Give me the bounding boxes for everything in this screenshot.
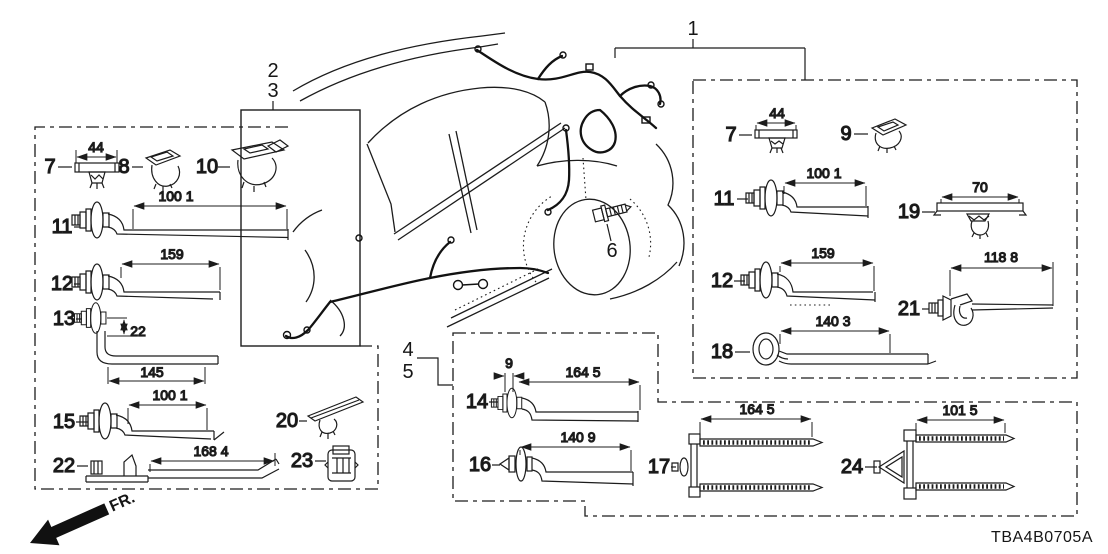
harness-4-5-box: [452, 332, 1078, 517]
part-7-right-label: 7: [725, 124, 736, 146]
part-12-left: 12 159: [50, 245, 221, 301]
part-20-label: 20: [276, 410, 298, 432]
part-16-dim: 140 9: [560, 429, 595, 445]
part-24-label: 24: [841, 456, 863, 478]
left-box-parts: 7 44 8 10: [44, 138, 365, 483]
harness-wires: [282, 45, 665, 340]
part-18-label: 18: [711, 341, 733, 363]
part-17-label: 17: [648, 456, 670, 478]
part-19-dim: 70: [972, 179, 988, 195]
part-13: 13 22 145: [52, 302, 219, 385]
car-outline: [292, 32, 685, 337]
part-15-label: 15: [53, 411, 75, 433]
part-11-left-dim: 100 1: [158, 188, 193, 204]
left-parts-box: [34, 126, 379, 490]
harness-2-3-box: [240, 109, 361, 347]
middle-box-parts: 14 9 164 5 16 140 9: [465, 354, 641, 486]
part-24-dim: 101 5: [942, 402, 977, 418]
callout-6: 6: [606, 240, 617, 262]
part-13-label: 13: [53, 308, 75, 330]
part-9: 9: [840, 118, 908, 153]
part-11-left-label: 11: [52, 216, 73, 238]
part-21-label: 21: [898, 298, 920, 320]
right-box-parts: 7 44 9 11: [710, 104, 1054, 366]
part-8-label: 8: [118, 156, 129, 178]
part-12-right-dim: 159: [811, 245, 835, 261]
bolt-icon: [591, 203, 633, 223]
part-21-dim: 118 8: [984, 249, 1018, 265]
part-16-label: 16: [469, 454, 491, 476]
part-9-label: 9: [840, 123, 851, 145]
part-14-dim: 164 5: [565, 364, 600, 380]
part-22: 22 168 4: [52, 442, 280, 483]
part-7-right-dim: 44: [769, 105, 785, 121]
bottom-box-parts: 17 164 5 24: [647, 400, 1016, 500]
part-23-label: 23: [291, 450, 313, 472]
part-14-label: 14: [466, 391, 488, 413]
part-group-boxes: [34, 79, 1078, 517]
part-21: 21 118 8: [897, 248, 1054, 326]
fr-label: FR.: [107, 489, 137, 515]
part-15-dim: 100 1: [152, 387, 187, 403]
part-11-right: 11 100 1: [713, 164, 869, 218]
part-7-left-dim: 44: [88, 139, 104, 155]
part-20: 20: [275, 396, 365, 439]
part-23: 23: [290, 445, 359, 482]
part-22-dim: 168 4: [193, 443, 228, 459]
part-11-right-dim: 100 1: [806, 165, 841, 181]
part-12-right-label: 12: [711, 270, 733, 292]
part-15: 15 100 1: [52, 386, 225, 441]
part-19: 19 70: [897, 178, 1028, 239]
part-13-dim: 145: [140, 364, 164, 380]
diagram-code: TBA4B0705A: [991, 529, 1093, 546]
harness-1-box: [692, 79, 1078, 379]
part-11-left: 11 100 1: [51, 187, 289, 240]
part-18: 18 140 3: [710, 312, 937, 366]
part-13-dim-height: 22: [130, 323, 146, 339]
part-10-label: 10: [196, 156, 218, 178]
callout-1: 1: [687, 18, 698, 40]
part-17-dim: 164 5: [739, 401, 774, 417]
fr-direction: FR.: [30, 489, 138, 546]
part-16: 16 140 9: [468, 428, 634, 486]
part-14: 14 9 164 5: [465, 354, 641, 422]
callout-3: 3: [267, 80, 278, 102]
callout-5: 5: [402, 361, 413, 383]
part-7-left-label: 7: [44, 156, 55, 178]
part-7-right: 7 44: [725, 104, 798, 154]
part-10: 10: [195, 139, 290, 192]
fr-arrow-icon: [30, 503, 110, 546]
part-17: 17 164 5: [647, 400, 824, 498]
part-19-label: 19: [898, 201, 920, 223]
callout-2: 2: [267, 60, 278, 82]
part-12-right: 12 159: [710, 244, 876, 306]
part-14-dim-width: 9: [505, 355, 513, 371]
callout-labels: 1 2 3 4 5 6: [267, 18, 806, 386]
part-7-left: 7 44: [44, 138, 120, 189]
part-11-right-label: 11: [714, 188, 735, 210]
part-12-left-label: 12: [51, 273, 73, 295]
part-22-label: 22: [53, 455, 75, 477]
rear-wheel: [553, 198, 631, 296]
part-24: 24 101 5: [840, 401, 1016, 500]
callout-4: 4: [402, 339, 413, 361]
part-8: 8: [118, 149, 182, 191]
part-18-dim: 140 3: [815, 313, 850, 329]
part-12-left-dim: 159: [160, 246, 184, 262]
